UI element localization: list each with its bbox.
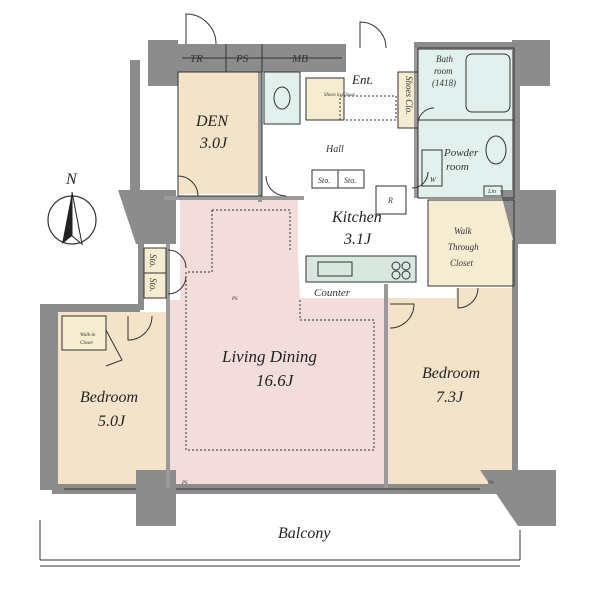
compass-needle-icon	[62, 192, 72, 244]
walk-in-closet-1: Walk-in	[80, 333, 96, 338]
bath-name2: room	[434, 66, 453, 76]
walk-in-closet-area	[62, 316, 106, 350]
label-ps-small-1: PS	[181, 481, 188, 486]
bedroom-left-size: 5.0J	[98, 413, 126, 430]
label-tr: TR	[190, 53, 203, 65]
label-w: W	[430, 176, 437, 184]
den-area	[178, 72, 258, 194]
label-shoes-clo: Shoes Clo.	[404, 76, 414, 115]
label-ent: Ent.	[351, 72, 373, 87]
north-compass: N	[47, 171, 97, 246]
label-r: R	[387, 196, 393, 205]
closet-area	[306, 78, 344, 120]
label-ps-small-2: PS	[231, 297, 238, 302]
label-sto-v1: Sto.	[148, 254, 158, 268]
powder-name: Powder	[443, 147, 479, 159]
walk-through-2: Through	[448, 242, 479, 252]
walk-through-3: Closet	[450, 258, 474, 268]
walk-in-closet-2: Closet	[80, 341, 93, 346]
compass-north-label: N	[65, 171, 78, 188]
bedroom-left-name: Bedroom	[80, 389, 138, 406]
label-shoes-in-closet: Shoes in Closet	[324, 93, 355, 98]
labels: TR PS MB DEN 3.0J Shoes in Closet Ent. S…	[80, 53, 496, 542]
powder-room-area	[418, 120, 514, 198]
den-name: DEN	[195, 113, 229, 130]
label-sto-2: Sto.	[344, 176, 356, 185]
balcony-label: Balcony	[278, 525, 331, 542]
kitchen-size: 3.1J	[343, 231, 372, 248]
bath-name: Bath	[436, 54, 453, 64]
interior-lines	[39, 44, 521, 567]
powder-name2: room	[446, 161, 469, 173]
doors	[105, 13, 479, 367]
kitchen-name: Kitchen	[331, 209, 382, 226]
toilet-area	[264, 72, 300, 124]
walk-through-1: Walk	[454, 226, 473, 236]
bedroom-right-name: Bedroom	[422, 365, 480, 382]
label-ps-small-3: PS	[487, 481, 494, 486]
shoes-clo-area	[398, 72, 418, 128]
label-sto-v2: Sto.	[148, 278, 158, 292]
bedroom-right-area	[390, 288, 514, 486]
bedroom-right-size: 7.3J	[436, 389, 464, 406]
label-sto-1: Sto.	[318, 176, 330, 185]
label-counter: Counter	[314, 287, 351, 299]
living-dining-name: Living Dining	[221, 347, 317, 366]
walk-through-closet-area	[428, 200, 514, 286]
bath-size: (1418)	[432, 78, 456, 88]
living-dining-size: 16.6J	[256, 371, 295, 390]
bedroom-left-area	[58, 312, 168, 486]
den-size: 3.0J	[199, 135, 228, 152]
label-ps: PS	[235, 53, 249, 65]
label-lin: Lin	[487, 189, 496, 195]
label-mb: MB	[291, 53, 308, 65]
label-hall: Hall	[325, 144, 344, 155]
kitchen-counter	[306, 256, 416, 282]
living-dining-area	[168, 198, 390, 486]
